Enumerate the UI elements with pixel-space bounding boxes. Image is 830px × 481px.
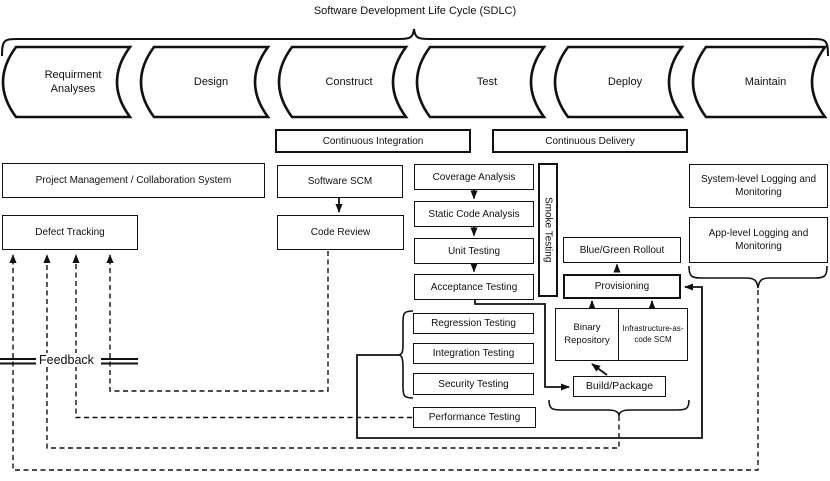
feedback-build-cluster-to-defect — [43, 254, 620, 449]
phase-shape-requirement-analyses — [1, 45, 133, 119]
feedback-label: Feedback — [37, 353, 96, 367]
arrow-build-to-binary — [591, 363, 608, 376]
feedback-double-rules — [0, 358, 138, 365]
phase-maintain: Maintain — [744, 75, 787, 88]
static-code-analysis-box: Static Code Analysis — [414, 201, 534, 227]
software-scm-box: Software SCM — [277, 165, 403, 198]
phase-shape-test — [415, 45, 547, 119]
blue-green-rollout-box: Blue/Green Rollout — [563, 237, 681, 263]
testing-group-brace — [397, 310, 414, 399]
smoke-testing-box: Smoke Testing — [538, 163, 558, 297]
performance-testing-box: Performance Testing — [413, 407, 536, 428]
logging-brace — [688, 265, 828, 289]
phase-shape-maintain — [691, 45, 828, 119]
phase-shape-construct — [277, 45, 409, 119]
diagram-title: Software Development Life Cycle (SDLC) — [313, 5, 517, 17]
security-testing-box: Security Testing — [413, 373, 534, 395]
unit-testing-box: Unit Testing — [414, 238, 534, 264]
feedback-code-review-to-defect — [106, 251, 329, 392]
app-level-logging-box: App-level Logging and Monitoring — [689, 217, 828, 263]
build-cluster-brace — [548, 399, 690, 417]
regression-testing-box: Regression Testing — [413, 313, 534, 334]
sdlc-brace — [1, 28, 829, 57]
system-level-logging-box: System-level Logging and Monitoring — [689, 164, 828, 208]
feedback-performance-to-defect — [72, 254, 412, 419]
continuous-delivery-band: Continuous Delivery — [492, 129, 688, 153]
phase-deploy: Deploy — [607, 75, 643, 88]
defect-tracking-box: Defect Tracking — [2, 215, 138, 250]
build-package-box: Build/Package — [573, 376, 666, 397]
provisioning-box: Provisioning — [563, 274, 681, 299]
binary-repository-box: Binary Repository — [555, 308, 619, 361]
continuous-integration-band: Continuous Integration — [275, 129, 471, 153]
phase-test: Test — [476, 75, 498, 88]
phase-shape-design — [139, 45, 271, 119]
code-review-box: Code Review — [277, 215, 404, 250]
phase-construct: Construct — [325, 75, 373, 88]
coverage-analysis-box: Coverage Analysis — [414, 164, 534, 190]
arrow-acceptance-to-build — [474, 300, 570, 391]
infrastructure-as-code-scm-box: Infrastructure-as-code SCM — [618, 308, 688, 361]
phase-shape-deploy — [553, 45, 685, 119]
integration-testing-box: Integration Testing — [413, 343, 534, 364]
phase-requirement-analyses: Requirment Analyses — [44, 68, 102, 95]
phase-design: Design — [193, 75, 229, 88]
arrow-testing-group-to-provisioning — [356, 283, 703, 439]
project-management-box: Project Management / Collaboration Syste… — [2, 163, 265, 198]
acceptance-testing-box: Acceptance Testing — [414, 274, 534, 300]
